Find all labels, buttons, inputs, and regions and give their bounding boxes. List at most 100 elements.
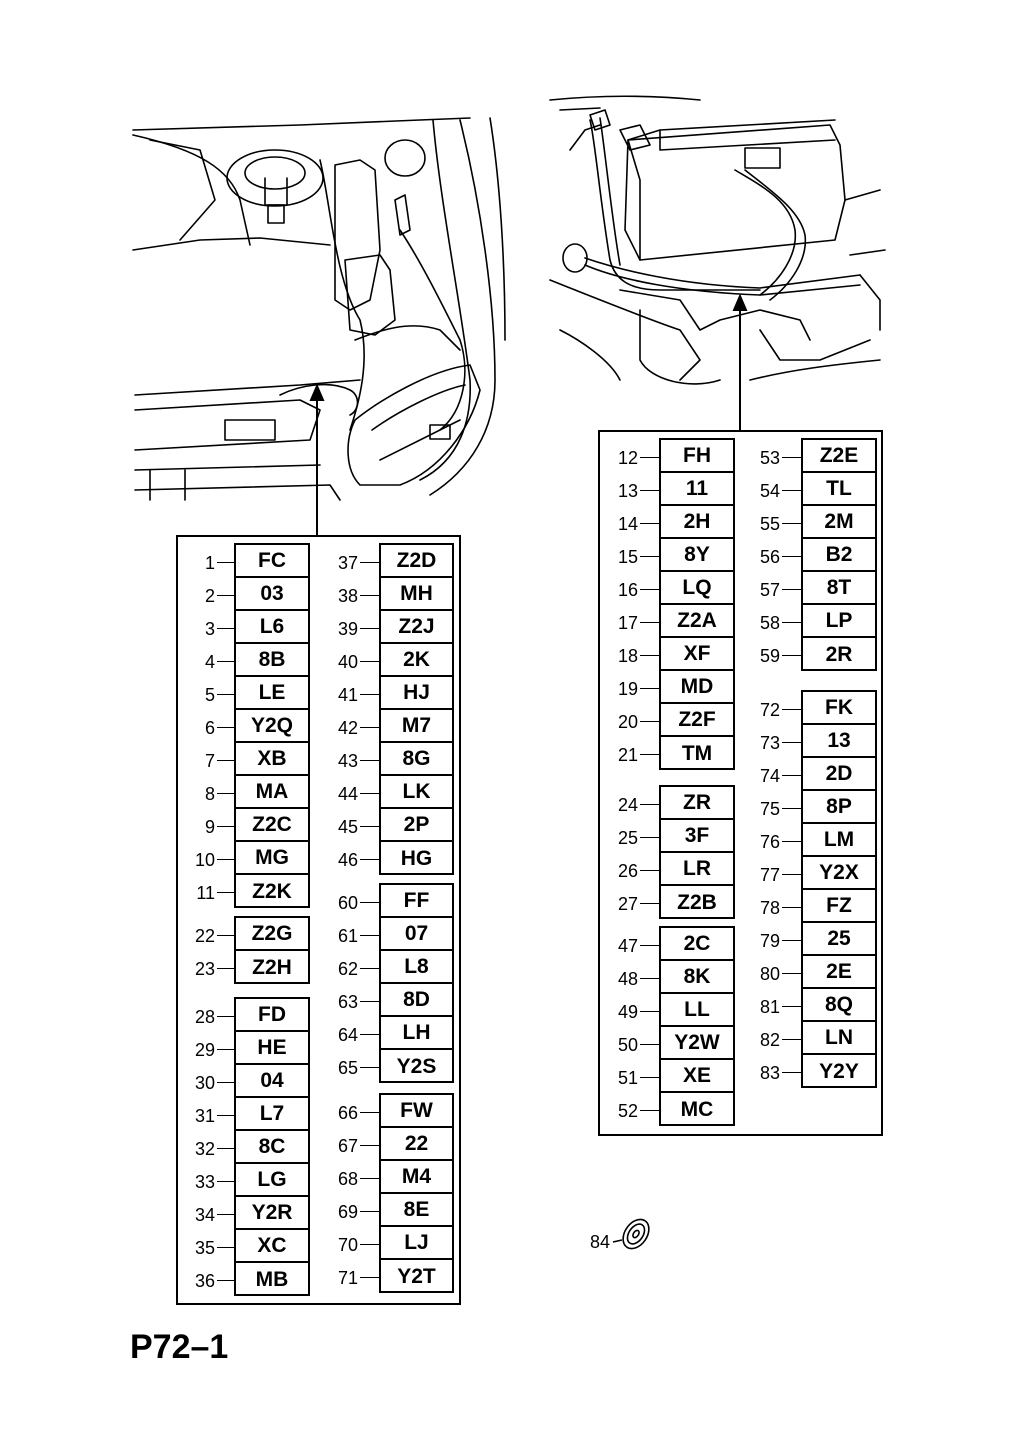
part-leader-tick: [360, 628, 379, 629]
part-leader-tick: [217, 727, 234, 728]
part-code: 2R: [825, 642, 853, 666]
part-number: 54: [759, 481, 780, 501]
part-code: M4: [381, 1161, 452, 1194]
part-leader-tick: [640, 1011, 659, 1012]
part-leader-tick: [360, 595, 379, 596]
part-number: 28: [194, 1007, 215, 1027]
part-number: 56: [759, 547, 780, 567]
part-leader-tick: [782, 490, 801, 491]
part-code: 3F: [661, 820, 733, 853]
part-leader-tick: [217, 1049, 234, 1050]
part-code: MH: [381, 578, 452, 611]
part-leader-tick: [360, 1145, 379, 1146]
part-leader-tick: [217, 859, 234, 860]
part-leader-tick: [217, 968, 234, 969]
part-number: 4: [204, 652, 215, 672]
part-number: 45: [337, 817, 358, 837]
part-code: LP: [803, 605, 875, 638]
part-number: 34: [194, 1205, 215, 1225]
part-code: 2E: [803, 956, 875, 989]
part-code: L8: [381, 951, 452, 984]
part-number: 65: [337, 1058, 358, 1078]
part-number: 20: [617, 712, 638, 732]
part-code: Y2R: [236, 1197, 308, 1230]
part-code: 11: [661, 473, 733, 506]
part-code: LM: [803, 824, 875, 857]
part-code: 22: [381, 1128, 452, 1161]
part-number: 19: [617, 679, 638, 699]
part-number: 78: [759, 898, 780, 918]
part-code: LQ: [661, 572, 733, 605]
part-code: FD: [236, 999, 308, 1032]
part-number: 52: [617, 1101, 638, 1121]
part-code: LG: [236, 1164, 308, 1197]
part-code: XE: [661, 1060, 733, 1093]
part-leader-tick: [217, 892, 234, 893]
left-leader-arrow: [309, 383, 325, 401]
part-number: 53: [759, 448, 780, 468]
part-leader-tick: [782, 523, 801, 524]
part-number: 55: [759, 514, 780, 534]
part-code: LK: [381, 776, 452, 809]
part-number: 30: [194, 1073, 215, 1093]
part-number: 71: [337, 1268, 358, 1288]
part-leader-tick: [640, 721, 659, 722]
part-code: Z2F: [661, 704, 733, 737]
part-number: 66: [337, 1103, 358, 1123]
part-code: LE: [236, 677, 308, 710]
part-leader-tick: [640, 1110, 659, 1111]
part-leader-tick: [640, 490, 659, 491]
part-number: 63: [337, 992, 358, 1012]
part-leader-tick: [360, 1001, 379, 1002]
part-leader-tick: [782, 775, 801, 776]
part-number: 81: [759, 997, 780, 1017]
part-code: M7: [381, 710, 452, 743]
part-code: XB: [236, 743, 308, 776]
part-code: MG: [236, 842, 308, 875]
part-code: LR: [661, 853, 733, 886]
part-leader-tick: [640, 804, 659, 805]
part-code: 25: [803, 923, 875, 956]
part-code: 8K: [661, 961, 733, 994]
part-code: 04: [236, 1065, 308, 1098]
part-code: Z2C: [236, 809, 308, 842]
part-number: 7: [204, 751, 215, 771]
part-code: Z2K: [252, 879, 292, 903]
part-code: Z2E: [803, 440, 875, 473]
part-leader-tick: [217, 595, 234, 596]
part-code: L7: [236, 1098, 308, 1131]
part-leader-tick: [217, 694, 234, 695]
part-number: 62: [337, 959, 358, 979]
part-code: FF: [381, 885, 452, 918]
part-code: Y2T: [397, 1264, 436, 1288]
battery-drawing: [549, 95, 886, 385]
part-leader-tick: [640, 978, 659, 979]
part-leader-tick: [360, 760, 379, 761]
part-code: 2H: [661, 506, 733, 539]
part-code: FZ: [803, 890, 875, 923]
part-leader-tick: [217, 793, 234, 794]
part-code: HJ: [381, 677, 452, 710]
part-code: FC: [236, 545, 308, 578]
part-code: 8C: [236, 1131, 308, 1164]
part-number: 36: [194, 1271, 215, 1291]
part-number: 79: [759, 931, 780, 951]
part-leader-tick: [217, 1148, 234, 1149]
part-number: 39: [337, 619, 358, 639]
part-number: 64: [337, 1025, 358, 1045]
part-code: 8P: [803, 791, 875, 824]
part-number: 17: [617, 613, 638, 633]
part-number: 14: [617, 514, 638, 534]
part-code: XC: [236, 1230, 308, 1263]
part-number: 1: [204, 553, 215, 573]
part-leader-tick: [360, 935, 379, 936]
part-number: 76: [759, 832, 780, 852]
part-code: 8G: [381, 743, 452, 776]
part-leader-tick: [640, 870, 659, 871]
part-leader-tick: [640, 754, 659, 755]
part-leader-tick: [360, 1211, 379, 1212]
part-leader-tick: [360, 1244, 379, 1245]
